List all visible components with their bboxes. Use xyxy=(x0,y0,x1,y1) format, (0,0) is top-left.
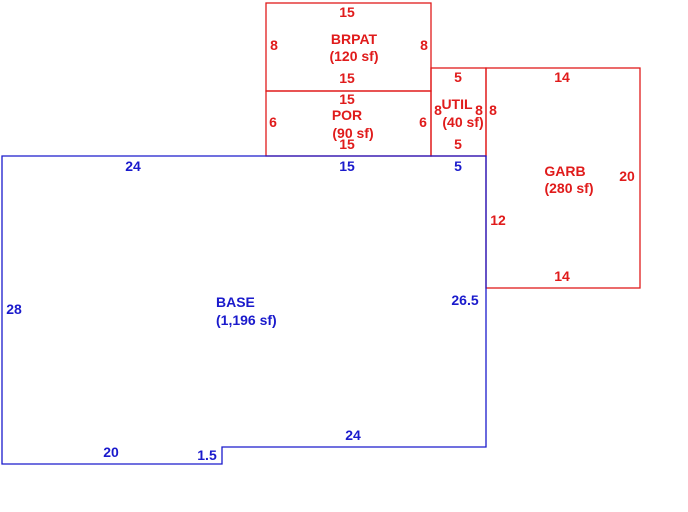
brpat-dim-right: 8 xyxy=(420,37,428,53)
brpat-label: BRPAT xyxy=(331,31,378,47)
util-area: (40 sf) xyxy=(442,114,483,130)
por-dim-left: 6 xyxy=(269,114,277,130)
garb-dim-top: 14 xyxy=(554,69,570,85)
garb-dim-left: 8 xyxy=(489,102,497,118)
por-label: POR xyxy=(332,107,362,123)
brpat-area: (120 sf) xyxy=(329,48,378,64)
util-label: UTIL xyxy=(441,96,473,112)
area-brpat: 15 8 8 BRPAT (120 sf) 15 xyxy=(265,2,432,92)
util-dim-bottom: 5 xyxy=(454,136,462,152)
base-dim-step: 1.5 xyxy=(197,447,217,463)
util-dim-top: 5 xyxy=(454,69,462,85)
garb-dim-bottom: 14 xyxy=(554,268,570,284)
por-dim-right: 6 xyxy=(419,114,427,130)
garb-label: GARB xyxy=(544,163,585,179)
base-dim-top-right: 5 xyxy=(454,158,462,174)
base-label: BASE xyxy=(216,294,255,310)
base-dim-top-mid: 15 xyxy=(339,158,355,174)
base-area: (1,196 sf) xyxy=(216,312,277,328)
area-base: 24 15 5 28 BASE (1,196 sf) 26.5 24 20 1.… xyxy=(1,155,487,465)
garb-dim-left-lower: 12 xyxy=(490,212,506,228)
base-dim-top-left: 24 xyxy=(125,158,141,174)
por-dim-bottom: 15 xyxy=(339,136,355,152)
util-dim-left: 8 xyxy=(434,102,442,118)
base-dim-right: 26.5 xyxy=(451,292,478,308)
brpat-dim-left: 8 xyxy=(270,37,278,53)
area-util: 5 UTIL (40 sf) 8 8 5 xyxy=(430,67,487,157)
area-por: 15 POR (90 sf) 6 6 15 xyxy=(265,90,432,157)
brpat-dim-bottom: 15 xyxy=(339,70,355,86)
base-dim-bottom-right: 24 xyxy=(345,427,361,443)
base-dim-bottom-left: 20 xyxy=(103,444,119,460)
base-dim-left: 28 xyxy=(6,301,22,317)
base-outline xyxy=(1,155,487,465)
brpat-dim-top: 15 xyxy=(339,4,355,20)
por-dim-top: 15 xyxy=(339,91,355,107)
garb-area: (280 sf) xyxy=(544,180,593,196)
garb-dim-right: 20 xyxy=(619,168,635,184)
util-dim-right: 8 xyxy=(475,102,483,118)
area-garb: 14 8 GARB (280 sf) 20 12 14 xyxy=(485,67,641,289)
por-area: (90 sf) xyxy=(332,125,373,141)
